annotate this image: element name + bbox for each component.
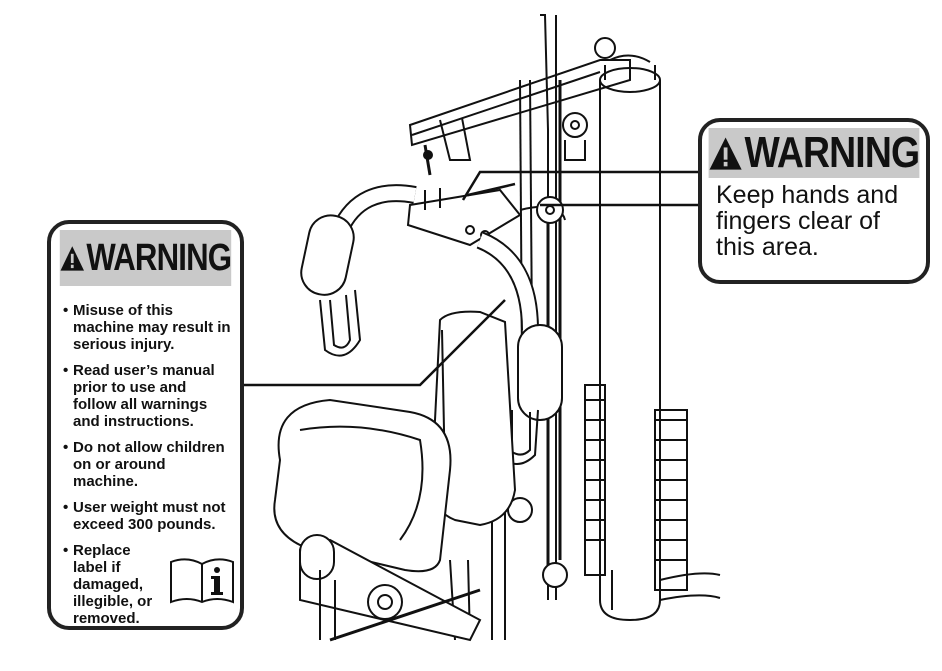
warning-triangle-icon <box>709 137 742 170</box>
pivot-bracket <box>406 188 522 247</box>
warning-label-left: WARNING Misuse of this machine may resul… <box>47 220 244 630</box>
press-arm-left <box>300 184 417 357</box>
warning-label-right: WARNING Keep hands and fingers clear of … <box>698 118 930 284</box>
warning-item: Replace label if damaged, illegible, or … <box>63 542 168 627</box>
press-arm-right <box>476 231 563 465</box>
warning-heading: WARNING <box>708 128 920 178</box>
weight-stack <box>584 384 721 601</box>
warning-triangle-icon <box>60 246 85 271</box>
warning-item: Do not allow children on or around machi… <box>63 439 232 490</box>
top-pulley-arm <box>408 37 631 176</box>
seat <box>273 398 452 573</box>
warning-body-text: Keep hands and fingers clear of this are… <box>716 181 899 261</box>
warning-item: User weight must not exceed 300 pounds. <box>63 499 232 533</box>
warning-heading-text: WARNING <box>744 128 920 177</box>
leg-pad <box>299 534 482 642</box>
warning-heading: WARNING <box>59 230 232 286</box>
warning-item: Read user’s manual prior to use and foll… <box>63 362 232 430</box>
weight-tower <box>599 54 661 622</box>
warning-items: Misuse of this machine may result in ser… <box>63 302 232 636</box>
warning-heading-text: WARNING <box>86 236 232 279</box>
manual-info-icon <box>170 558 234 604</box>
leader-lines <box>244 170 700 387</box>
warning-item: Misuse of this machine may result in ser… <box>63 302 232 353</box>
